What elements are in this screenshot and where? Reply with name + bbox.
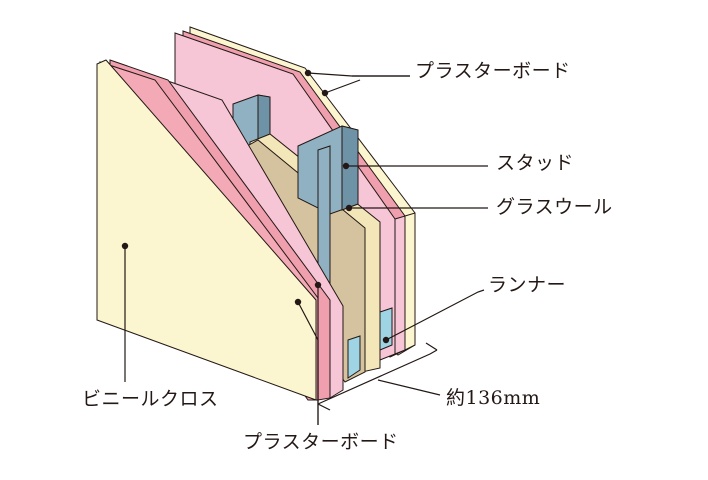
back-board-edge-strip-outer <box>404 212 416 351</box>
label-vinyl-cloth: ビニールクロス <box>82 388 219 410</box>
label-stud: スタッド <box>496 152 575 174</box>
leader-runner <box>385 289 485 341</box>
leader-dimension <box>377 379 441 396</box>
leader-board-top-2 <box>324 79 361 94</box>
leader-dots <box>121 69 390 344</box>
label-plaster-board-left: プラスターボード <box>243 431 399 453</box>
label-runner: ランナー <box>488 274 567 296</box>
leader-lines <box>124 72 488 425</box>
label-plaster-board-right: プラスターボード <box>415 60 571 82</box>
front-plaster-board-group <box>96 59 344 401</box>
label-wall-thickness: 約136mm <box>446 387 541 409</box>
dimension-bracket <box>317 349 438 405</box>
label-glass-wool: グラスウール <box>496 196 613 218</box>
vinyl-cloth-face <box>96 59 317 401</box>
